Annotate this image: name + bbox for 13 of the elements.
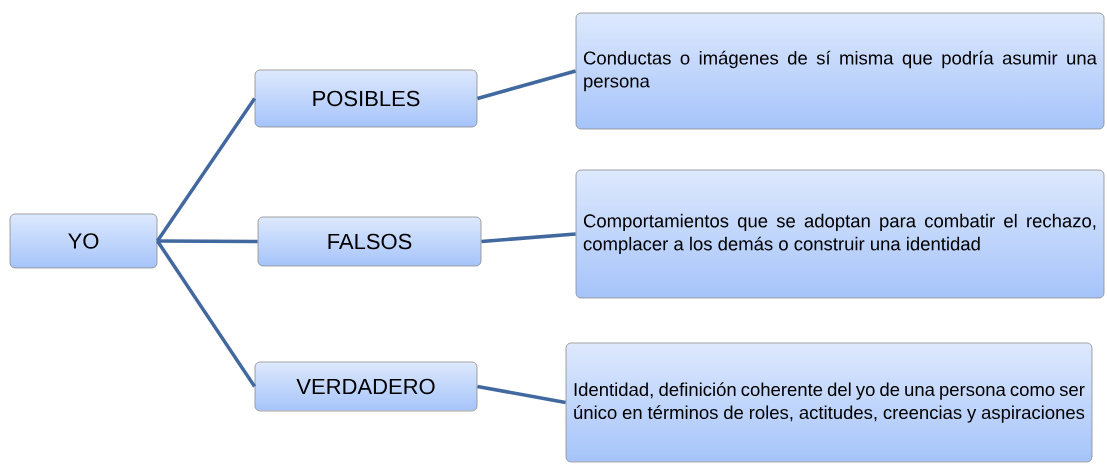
connector-line — [481, 232, 576, 244]
concept-box: POSIBLES — [254, 69, 478, 128]
description-box: Conductas o imágenes de sí misma que podría asumir una persona — [575, 12, 1105, 130]
concept-box: VERDADERO — [254, 361, 478, 412]
concept-box: FALSOS — [257, 216, 482, 267]
connector-line — [477, 384, 566, 405]
connector-line — [476, 69, 577, 101]
connector-line — [155, 240, 257, 388]
description-box: Identidad, definición coherente del yo de una persona como ser único en términos de roles, actitudes, creencias y aspiraciones — [565, 342, 1093, 463]
concept-box: YO — [9, 213, 158, 269]
description-box: Comportamientos que se adoptan para combatir el rechazo, complacer a los demás o construir una identidad — [575, 169, 1105, 299]
connector-line — [155, 97, 257, 242]
connector-line — [157, 239, 258, 244]
